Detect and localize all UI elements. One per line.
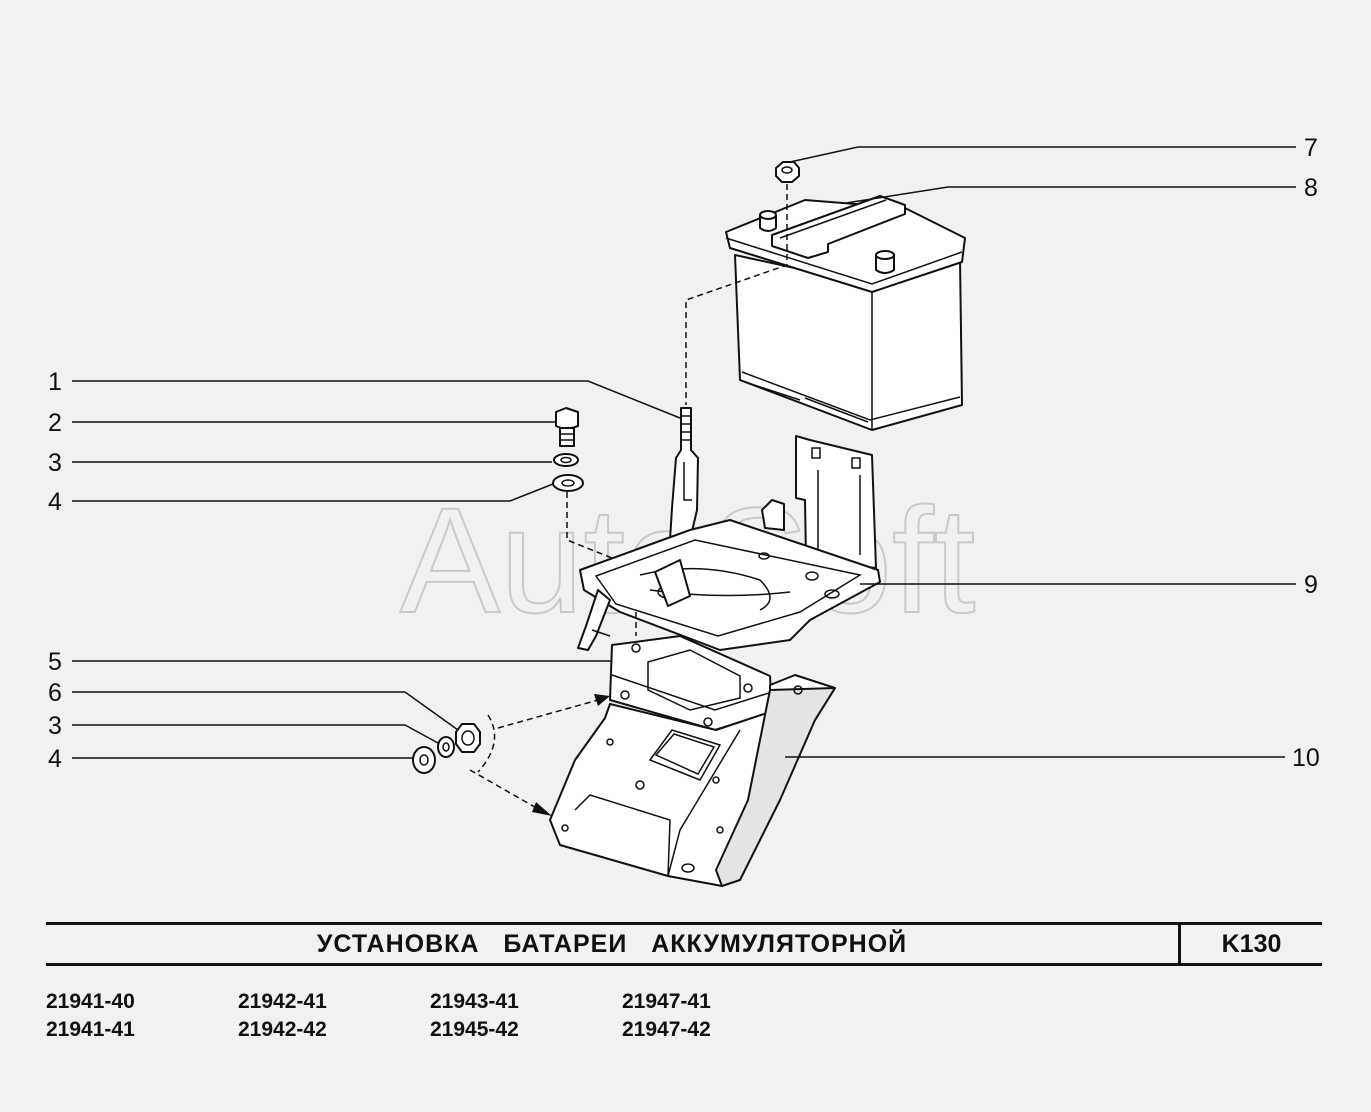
callout-6: 6: [48, 679, 62, 707]
callout-7: 7: [1304, 134, 1318, 162]
callout-9: 9: [1304, 571, 1318, 599]
page-title: УСТАНОВКА БАТАРЕИ АККУМУЛЯТОРНОЙ: [316, 930, 908, 958]
title-divider: [1178, 925, 1181, 963]
callout-4-lower: 4: [48, 745, 62, 773]
bolt-2: [555, 407, 579, 447]
callout-8: 8: [1304, 174, 1318, 202]
callout-3: 3: [48, 449, 62, 477]
battery: [725, 199, 966, 431]
model-code: 21943-41: [430, 990, 519, 1013]
hook-bolt: [669, 407, 699, 541]
leader-lines: [72, 146, 1296, 759]
callout-5: 5: [48, 648, 62, 676]
spring-washer-3: [553, 453, 579, 467]
flat-washer-4: [552, 474, 584, 492]
callout-4: 4: [48, 488, 62, 516]
model-code: 21947-41: [622, 990, 711, 1013]
lower-hardware: [412, 723, 481, 774]
model-list: 21941-40 21941-41 21942-41 21942-42 2194…: [46, 990, 846, 1046]
model-code: 21947-42: [622, 1018, 711, 1041]
nut-7: [775, 161, 800, 183]
page-code: K130: [1221, 930, 1282, 958]
callout-10: 10: [1292, 744, 1320, 772]
battery-tray: [577, 435, 881, 651]
model-code: 21942-41: [238, 990, 327, 1013]
callout-2: 2: [48, 409, 62, 437]
model-code: 21945-42: [430, 1018, 519, 1041]
callout-1: 1: [48, 368, 62, 396]
model-code: 21941-40: [46, 990, 135, 1013]
callout-3-lower: 3: [48, 712, 62, 740]
model-code: 21942-42: [238, 1018, 327, 1041]
hold-down-bar: [771, 195, 906, 259]
title-block: УСТАНОВКА БАТАРЕИ АККУМУЛЯТОРНОЙ K130: [46, 922, 1322, 966]
model-code: 21941-41: [46, 1018, 135, 1041]
battery-support: [549, 674, 836, 887]
